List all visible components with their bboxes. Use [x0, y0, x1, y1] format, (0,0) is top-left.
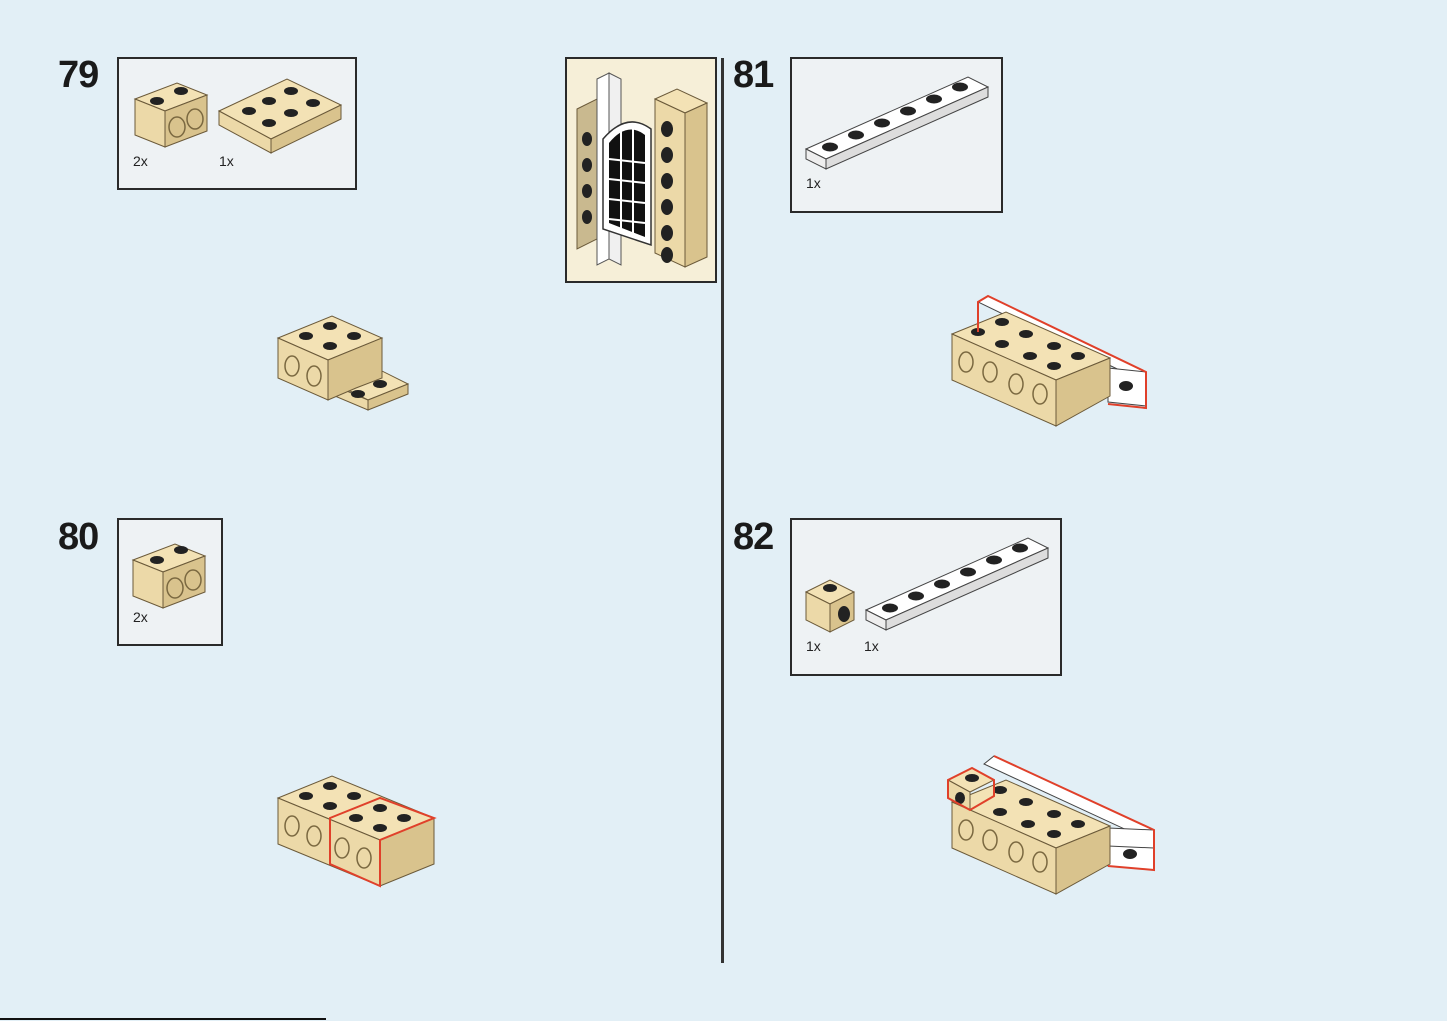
- assembly-step-80: [276, 772, 446, 902]
- tan-plate-2x3-icon: [119, 59, 355, 188]
- assembly-step-81: [950, 292, 1160, 432]
- part-qty: 2x: [133, 609, 148, 625]
- part-qty: 2x: [133, 153, 148, 169]
- part-qty: 1x: [806, 175, 821, 191]
- step-number-81: 81: [733, 54, 773, 97]
- step-number-80: 80: [58, 516, 98, 559]
- parts-list-step-80: 2x: [117, 518, 223, 646]
- white-plate-1x6-icon: [792, 59, 1001, 211]
- white-plate-1x6-icon: [792, 520, 1060, 674]
- parts-list-step-79: 2x 1x: [117, 57, 357, 190]
- tan-brick-1x2-icon: [119, 520, 221, 644]
- footer-rule: [0, 1018, 326, 1020]
- column-divider: [721, 58, 724, 963]
- subassembly-reference-image: [565, 57, 717, 283]
- step-number-82: 82: [733, 516, 773, 559]
- assembly-step-82: [944, 750, 1164, 900]
- step-number-79: 79: [58, 54, 98, 97]
- part-qty: 1x: [219, 153, 234, 169]
- part-qty: 1x: [864, 638, 879, 654]
- assembly-step-79: [276, 312, 416, 432]
- parts-list-step-81: 1x: [790, 57, 1003, 213]
- arched-window-wall-icon: [567, 59, 715, 281]
- parts-list-step-82: 1x 1x: [790, 518, 1062, 676]
- part-qty: 1x: [806, 638, 821, 654]
